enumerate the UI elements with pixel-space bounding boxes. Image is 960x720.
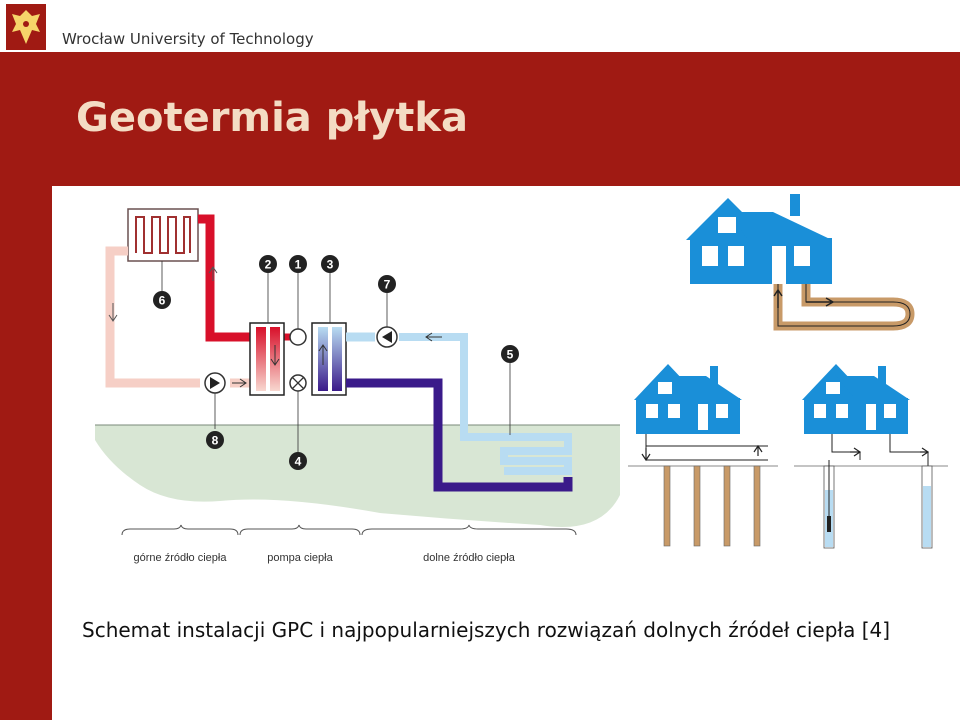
svg-text:2: 2 [265, 258, 272, 272]
svg-text:5: 5 [507, 348, 514, 362]
flow-arrow [108, 303, 118, 322]
marker-8: 8 [206, 431, 224, 449]
compressor [289, 328, 307, 346]
eagle-crest-icon [6, 4, 46, 50]
svg-text:6: 6 [159, 294, 166, 308]
left-accent-strip [0, 52, 52, 720]
brine-return-pipe [346, 378, 573, 492]
label-heat-pump: pompa ciepła [267, 552, 333, 564]
marker-2: 2 [259, 255, 277, 273]
marker-3: 3 [321, 255, 339, 273]
flow-arrow [270, 345, 280, 366]
return-pipe [105, 246, 200, 388]
svg-text:8: 8 [212, 434, 219, 448]
marker-6: 6 [153, 291, 171, 309]
heat-pump-schematic: 2 1 3 7 5 6 4 8 górne źródło ciepła pomp… [95, 208, 620, 564]
flow-arrow [318, 344, 328, 365]
label-upper-source: górne źródło ciepła [134, 552, 228, 564]
house-well-water [794, 364, 948, 549]
flow-arrow [232, 378, 247, 388]
brace-heat-pump [239, 524, 361, 536]
brace-upper-source [121, 524, 239, 536]
svg-text:3: 3 [327, 258, 334, 272]
marker-5: 5 [501, 345, 519, 363]
slide-title: Geotermia płytka [76, 95, 468, 141]
svg-text:1: 1 [295, 258, 302, 272]
house-vertical-boreholes [628, 364, 778, 547]
figure-caption: Schemat instalacji GPC i najpopularniejs… [82, 618, 891, 642]
house-horizontal-collector [686, 194, 915, 331]
university-name: Wrocław University of Technology [62, 30, 314, 48]
svg-text:7: 7 [384, 278, 391, 292]
flow-arrow [208, 266, 218, 281]
supply-pipe [198, 214, 256, 342]
svg-text:4: 4 [295, 455, 302, 469]
flow-arrow [425, 332, 442, 342]
marker-7: 7 [378, 275, 396, 293]
label-lower-source: dolne źródło ciepła [423, 552, 516, 564]
title-bar [52, 52, 960, 186]
brace-lower-source [361, 524, 577, 536]
ground-area [95, 425, 620, 527]
marker-1: 1 [289, 255, 307, 273]
marker-4: 4 [289, 452, 307, 470]
lower-source-variants [628, 194, 948, 549]
